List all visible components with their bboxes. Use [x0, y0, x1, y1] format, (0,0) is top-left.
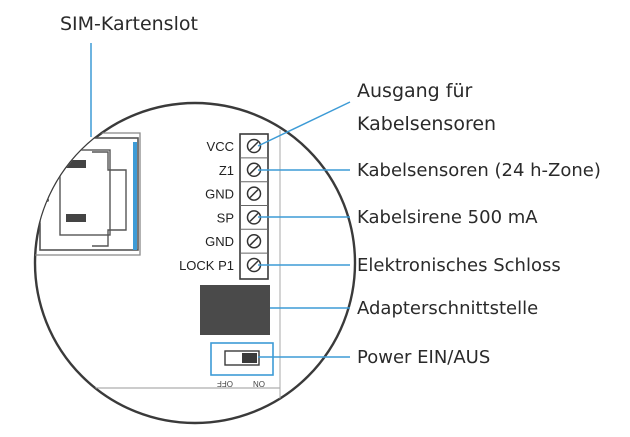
leader-lines [90, 43, 351, 358]
terminal-label: Z1 [219, 163, 234, 178]
label-electronic-lock: Elektronisches Schloss [357, 255, 561, 276]
label-wired-sensors: Kabelsensoren (24 h-Zone) [357, 160, 601, 181]
terminal-label: GND [205, 187, 234, 202]
label-power-switch: Power EIN/AUS [357, 347, 490, 368]
label-wired-output-line2: Kabelsensoren [357, 113, 496, 135]
terminal-label: SP [217, 210, 234, 225]
terminal-block [239, 133, 269, 280]
sim-slot-highlight [133, 142, 137, 250]
leader-wired-output [257, 101, 351, 147]
terminal-screw-slot [249, 212, 259, 222]
switch-off-label: OFF [217, 379, 233, 388]
switch-knob[interactable] [242, 353, 257, 363]
label-wired-output-line1: Ausgang für [357, 80, 473, 102]
sim-card-slot [39, 137, 139, 251]
terminal-label: GND [205, 234, 234, 249]
label-adapter-interface: Adapterschnittstelle [357, 298, 538, 319]
adapter-interface-block [200, 285, 270, 335]
label-wired-siren: Kabelsirene 500 mA [357, 207, 538, 228]
terminal-screw-slot [249, 189, 259, 199]
terminal-screw-slot [249, 141, 259, 151]
terminal-label: VCC [207, 139, 234, 154]
terminal-screw-slot [249, 260, 259, 270]
label-sim-slot: SIM-Kartenslot [60, 13, 198, 35]
power-switch[interactable]: OFF ON [210, 342, 274, 388]
terminal-screw-slot [249, 165, 259, 175]
terminal-screw-slot [249, 236, 259, 246]
terminal-label: LOCK P1 [179, 258, 234, 273]
switch-on-label: ON [253, 379, 265, 388]
